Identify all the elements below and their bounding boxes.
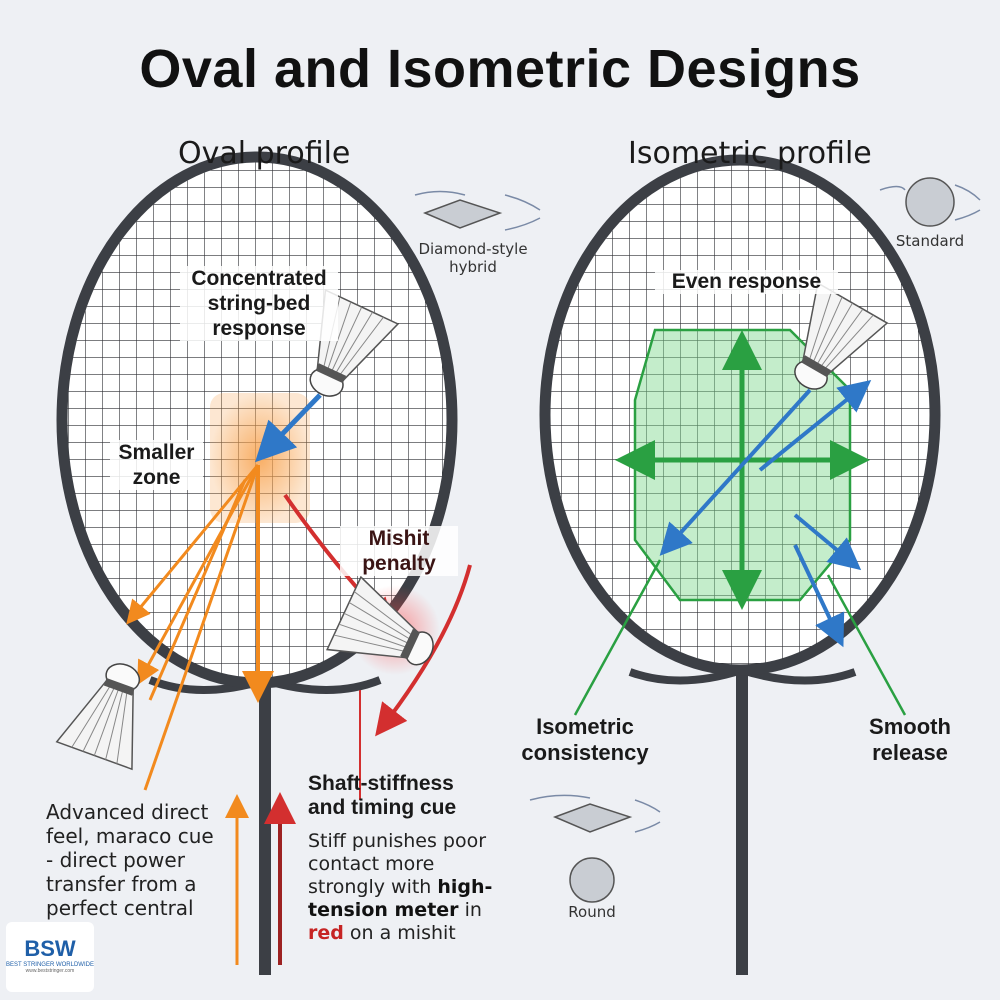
standard-label: Standard — [895, 232, 965, 250]
round-label: Round — [568, 903, 616, 921]
shaft-text-bold: high-tension meter — [308, 876, 493, 921]
diamond-icon — [552, 803, 633, 833]
concentrated-label: Concentrated string-bed response — [180, 266, 338, 341]
page-title: Oval and Isometric Designs — [139, 39, 861, 99]
mishit-rebound-arrow — [375, 564, 472, 737]
right-frame — [539, 154, 941, 676]
shaft-text-1: Stiff punishes poor contact more strongl… — [308, 830, 487, 898]
shaft-description: Stiff punishes poor contact more strongl… — [308, 830, 498, 945]
zone-label: Smaller zone — [110, 440, 203, 490]
round-icon — [569, 857, 615, 903]
even-response-label: Even response — [655, 270, 838, 294]
diamond-hybrid-icon — [422, 199, 503, 229]
green-response-arrows — [615, 330, 870, 610]
shaft-title: Shaft-stiffness and timing cue — [308, 772, 457, 819]
orange-power-arrows — [126, 464, 274, 791]
standard-round-icon — [905, 177, 955, 227]
shape-legend — [529, 794, 661, 903]
isometric-profile-subtitle: Isometric profile — [628, 136, 872, 171]
bsw-logo: BSW BEST STRINGER WORLDWIDE www.beststri… — [6, 922, 94, 992]
green-leader-lines — [573, 559, 907, 716]
advanced-description: Advanced direct feel, maraco cue - direc… — [46, 800, 214, 920]
shaft-text-red: red — [308, 922, 344, 944]
oval-profile-subtitle: Oval profile — [178, 136, 351, 171]
logo-text: BSW — [24, 936, 76, 961]
hybrid-label: Diamond-style hybrid — [418, 240, 528, 276]
shuttle-bottom-left — [56, 650, 166, 770]
shaft-text-2: in — [464, 899, 482, 921]
incoming-blue-arrow — [255, 393, 322, 463]
smooth-release-label: Smooth release — [869, 714, 951, 765]
blue-rebound-arrows — [659, 379, 872, 648]
logo-url: www.beststringer.com — [25, 968, 75, 974]
mishit-label: Mishit penalty — [340, 526, 458, 576]
isometric-consistency-label: Isometric consistency — [521, 714, 649, 765]
shaft-text-3: on a mishit — [349, 922, 456, 944]
logo-tagline: BEST STRINGER WORLDWIDE — [6, 962, 94, 968]
